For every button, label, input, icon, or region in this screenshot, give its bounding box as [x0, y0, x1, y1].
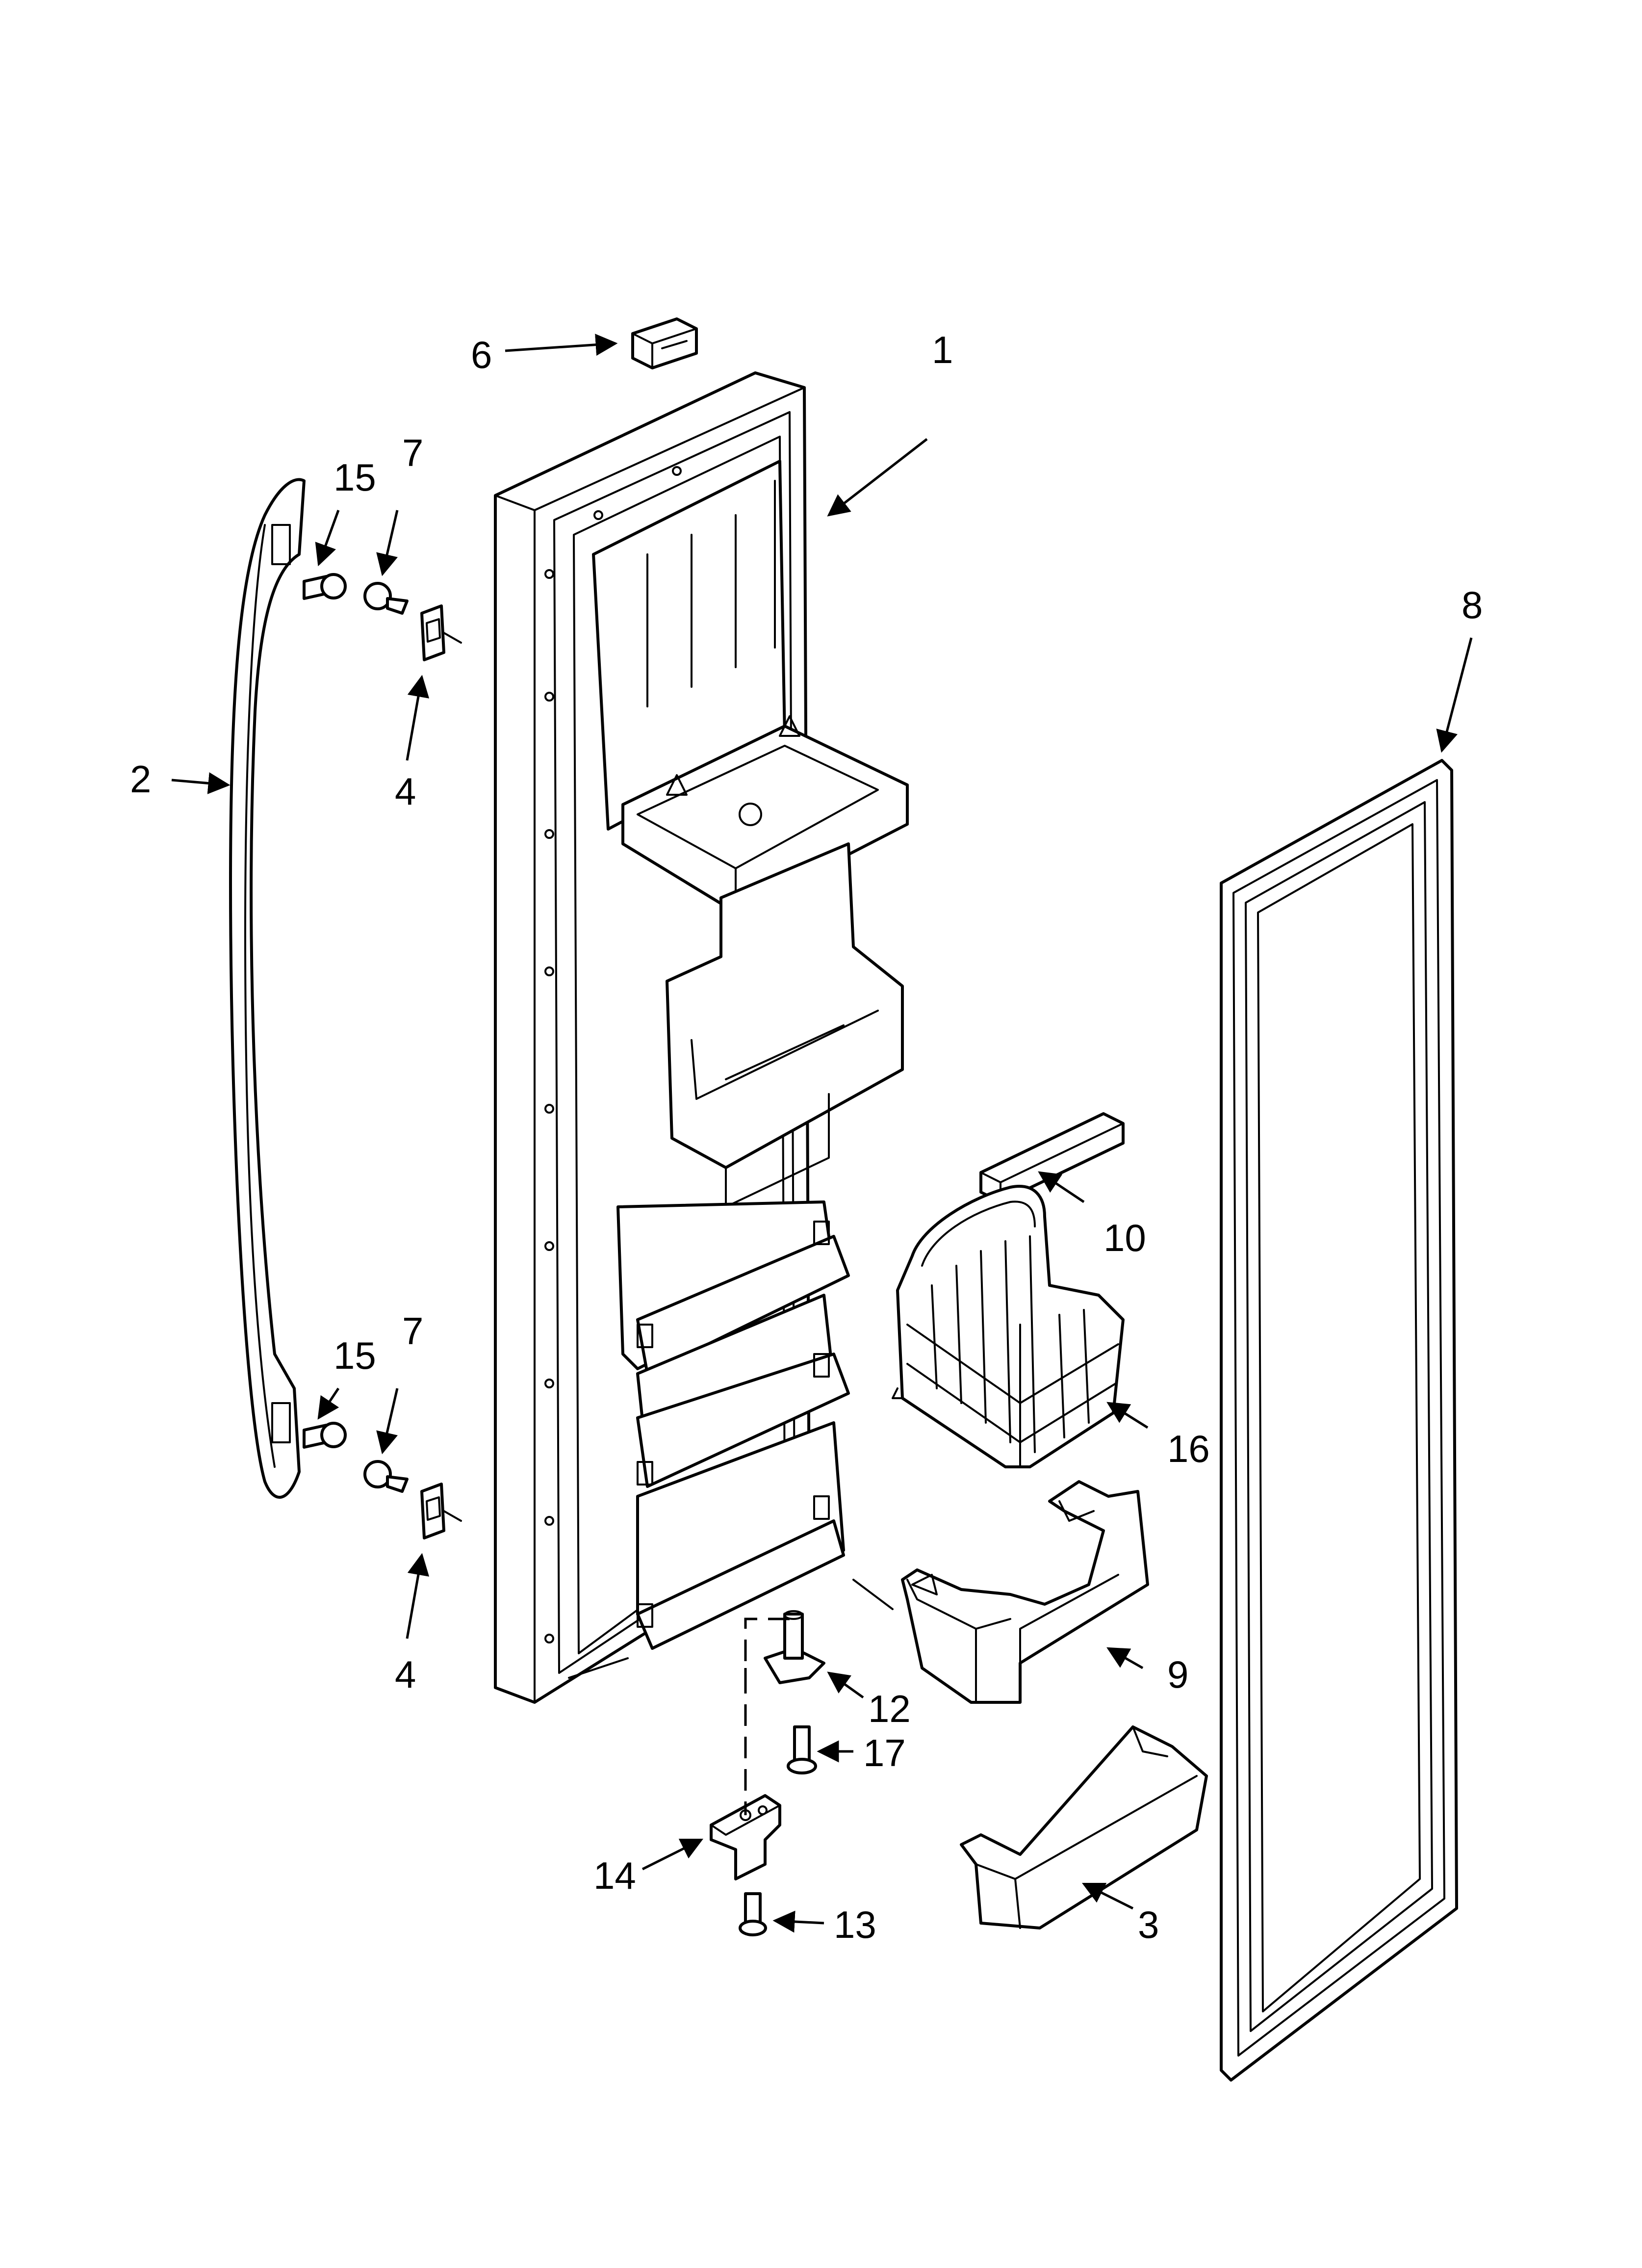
- part-13-screw: [739, 1892, 767, 1936]
- part-9-bin: [901, 1480, 1149, 1704]
- callout-16: 16: [1167, 1427, 1210, 1470]
- callout-7-top: 7: [402, 431, 423, 474]
- callout-15-top: 15: [334, 456, 376, 499]
- frame-holes: [544, 466, 682, 1643]
- part-6-connector: [631, 317, 698, 369]
- callout-4-top: 4: [395, 770, 416, 813]
- part-7-screws: [363, 582, 409, 1493]
- part-2-handle: [229, 478, 306, 1499]
- callout-9: 9: [1167, 1653, 1188, 1696]
- part-14-hinge: [710, 1794, 781, 1880]
- callout-7-bottom: 7: [402, 1309, 423, 1353]
- door-panel: [494, 371, 909, 1704]
- callout-2: 2: [130, 757, 151, 801]
- part-16-basket: [892, 1185, 1125, 1468]
- callout-13: 13: [834, 1903, 876, 1946]
- assembly-dashed-line: [744, 1617, 790, 1815]
- callout-17: 17: [863, 1731, 906, 1774]
- callout-4-bottom: 4: [395, 1653, 416, 1696]
- part-12-pin: [764, 1610, 825, 1684]
- part-4-clips: [420, 604, 462, 1539]
- callout-1: 1: [932, 328, 953, 371]
- callout-10: 10: [1103, 1216, 1146, 1259]
- part-10-rail: [979, 1112, 1125, 1203]
- part-3-bin: [960, 1725, 1208, 1929]
- callout-3: 3: [1138, 1903, 1159, 1946]
- part-15-screws: [303, 573, 347, 1449]
- callout-8: 8: [1462, 583, 1483, 626]
- callout-15-bottom: 15: [334, 1334, 376, 1377]
- callout-6: 6: [471, 333, 492, 376]
- callouts: 1 2 3 4 4 6 7 7 8 9 10 12 13 14 15 15 16…: [130, 328, 1483, 1946]
- callout-12: 12: [868, 1687, 911, 1730]
- leader-lines: [171, 334, 1473, 1933]
- part-8-gasket: [1220, 759, 1458, 2082]
- part-17-screw: [787, 1725, 817, 1774]
- door-bins: [616, 1200, 850, 1650]
- callout-14: 14: [593, 1854, 636, 1897]
